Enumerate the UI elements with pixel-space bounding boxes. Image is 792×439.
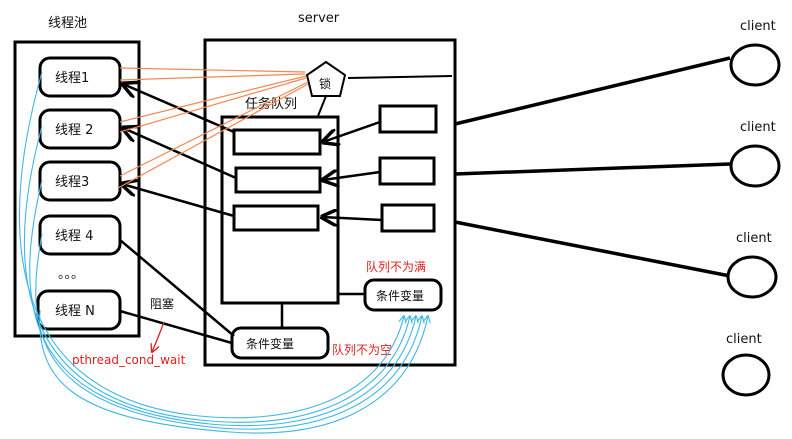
server-title: server bbox=[298, 11, 340, 26]
thread-pool-title: 线程池 bbox=[48, 16, 87, 31]
client-line-2 bbox=[454, 162, 731, 176]
cond-var-not-empty-label: 条件变量 bbox=[246, 336, 294, 351]
enqueue-arrow-2 bbox=[323, 172, 381, 180]
blocked-label: 阻塞 bbox=[150, 296, 174, 311]
thread-label-n: 线程 N bbox=[55, 304, 95, 319]
incoming-task-3 bbox=[380, 203, 436, 233]
enqueue-arrow-1 bbox=[323, 120, 381, 142]
client-node-3 bbox=[726, 255, 778, 299]
queue-not-empty-label: 队列不为空 bbox=[332, 342, 392, 357]
client-line-1 bbox=[454, 56, 731, 126]
task-slot-3 bbox=[232, 204, 320, 232]
cond-var-not-full-label: 条件变量 bbox=[376, 288, 424, 303]
cond-var-not-full-box: 条件变量 bbox=[363, 278, 443, 312]
thread-ellipsis: 。。。 bbox=[58, 267, 84, 282]
enqueue-arrow-3 bbox=[322, 217, 383, 220]
client-label-3: client bbox=[736, 231, 772, 246]
thread-box-4: 线程 4 bbox=[38, 214, 122, 256]
thread4-block-line bbox=[119, 239, 235, 337]
server-box bbox=[203, 38, 457, 367]
thread-box-n: 线程 N bbox=[36, 289, 122, 331]
client-node-2 bbox=[729, 144, 781, 188]
lock-contention-lines bbox=[117, 67, 309, 189]
thread-label-3: 线程3 bbox=[55, 175, 89, 190]
task-slot-2 bbox=[234, 166, 322, 194]
thread-box-2: 线程 2 bbox=[38, 108, 122, 150]
thread-label-1: 线程1 bbox=[55, 71, 89, 86]
wakeup-curves bbox=[18, 71, 428, 434]
lock-icon: 锁 bbox=[305, 60, 347, 97]
client-line-3 bbox=[454, 220, 731, 278]
thread-box-1: 线程1 bbox=[38, 56, 122, 98]
dispatch-arrow-2 bbox=[123, 128, 237, 180]
threadn-block-line bbox=[119, 309, 233, 345]
client-node-4 bbox=[721, 353, 771, 397]
cond-var-not-empty-box: 条件变量 bbox=[230, 326, 330, 360]
client-label-2: client bbox=[740, 120, 776, 135]
thread-label-2: 线程 2 bbox=[55, 123, 93, 138]
client-label-1: client bbox=[740, 19, 776, 34]
client-node-1 bbox=[729, 43, 781, 87]
dispatch-arrow-3 bbox=[122, 184, 235, 218]
task-slot-1 bbox=[232, 128, 322, 156]
cond-wait-arrow bbox=[152, 321, 165, 352]
incoming-task-1 bbox=[378, 104, 438, 134]
lock-connector bbox=[317, 95, 327, 117]
queue-not-full-label: 队列不为满 bbox=[366, 259, 426, 274]
cond-wait-label: pthread_cond_wait bbox=[72, 353, 186, 367]
lock-label: 锁 bbox=[319, 76, 331, 91]
lock-connector-right bbox=[347, 75, 453, 79]
incoming-task-2 bbox=[378, 156, 436, 186]
thread-box-3: 线程3 bbox=[38, 160, 122, 202]
client-label-4: client bbox=[726, 332, 762, 347]
thread-label-4: 线程 4 bbox=[55, 229, 93, 244]
